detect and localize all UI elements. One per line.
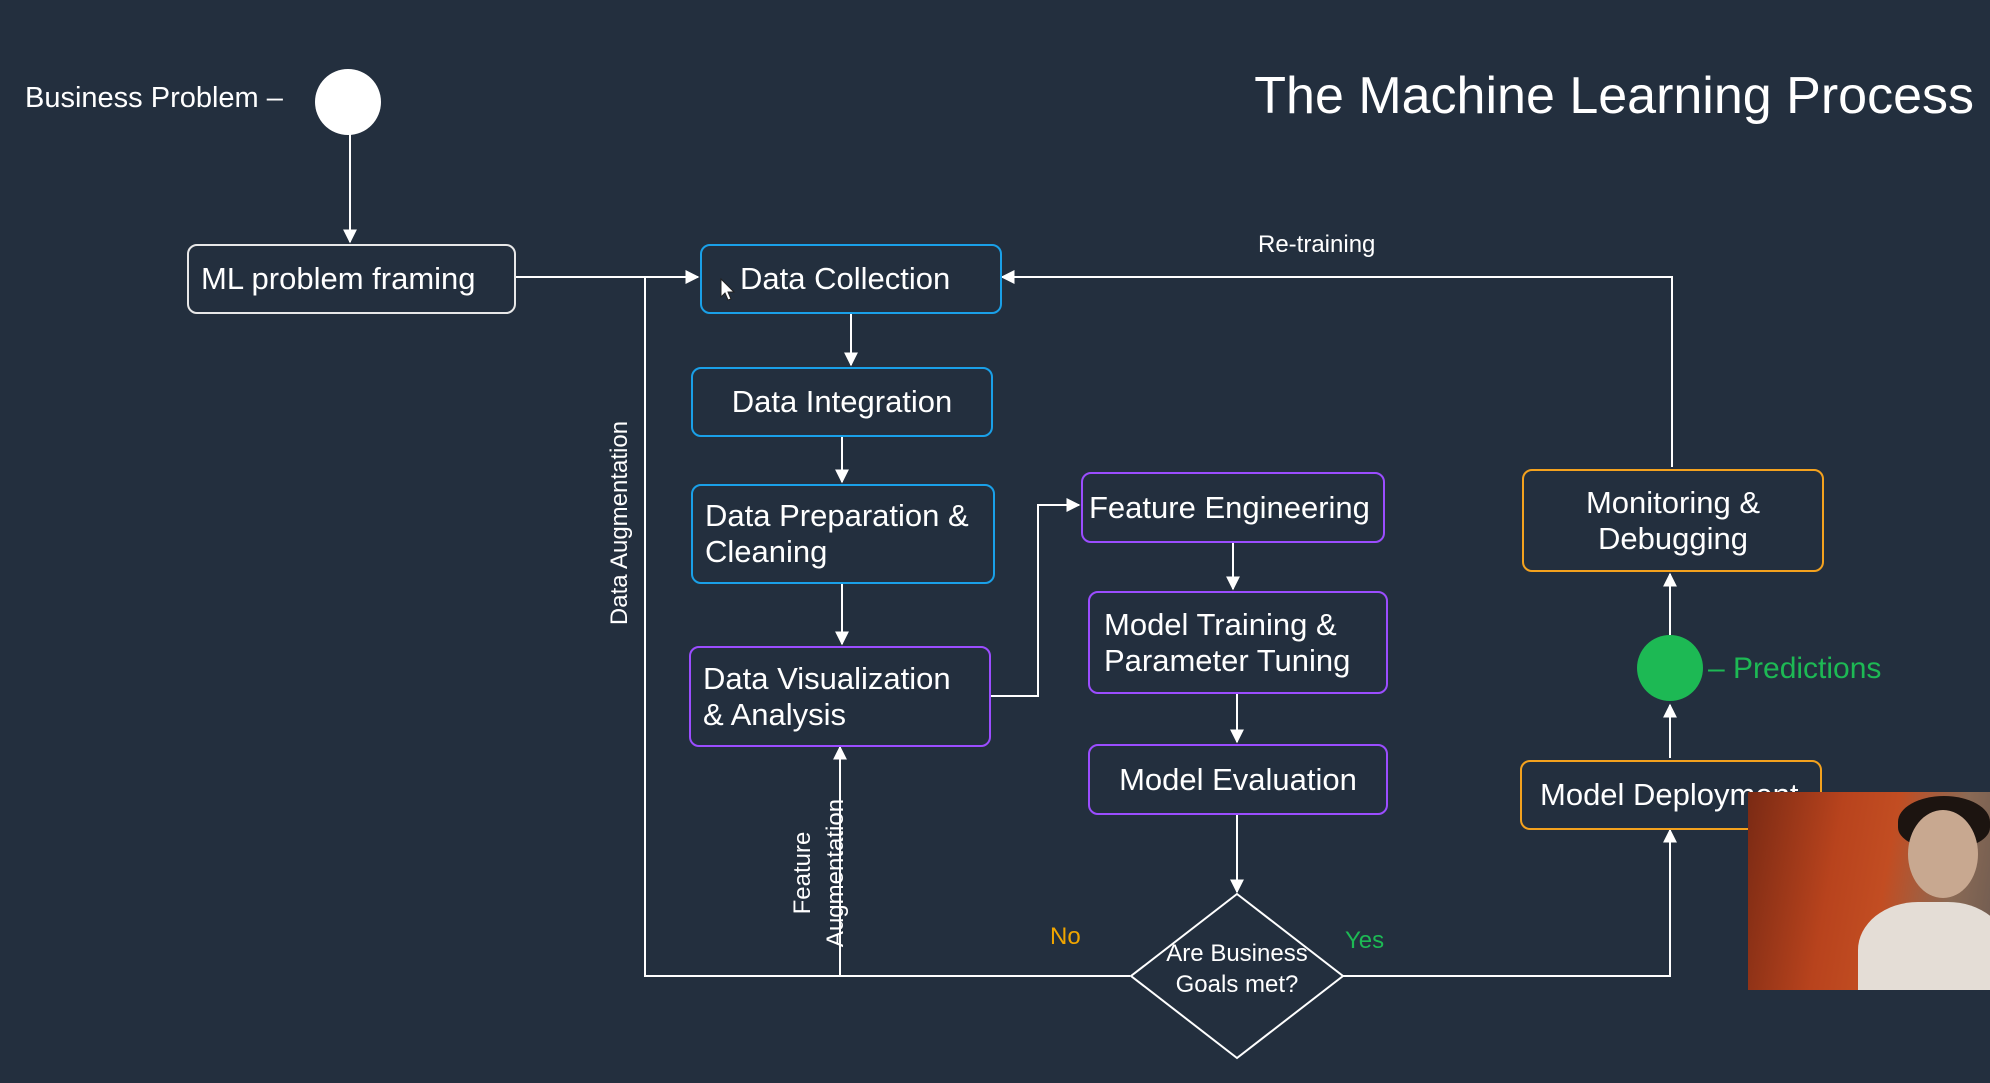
label-yes: Yes <box>1345 927 1385 954</box>
label-data-augmentation: Data Augmentation <box>606 420 633 626</box>
node-ml-problem-framing: ML problem framing <box>187 244 516 314</box>
node-data-visualization: Data Visualization & Analysis <box>689 646 991 747</box>
node-data-integration: Data Integration <box>691 367 993 437</box>
node-monitoring: Monitoring & Debugging <box>1522 469 1824 572</box>
node-decision-label: Are Business Goals met? <box>1166 940 1308 998</box>
node-feature-engineering: Feature Engineering <box>1081 472 1385 543</box>
edge-decision-to-deployment <box>1343 828 1677 977</box>
edge-feature-augmentation <box>833 745 1130 977</box>
label-retraining: Re-training <box>1258 231 1376 258</box>
webcam-person-head <box>1908 810 1978 898</box>
label-predictions: – Predictions <box>1708 652 1882 685</box>
mouse-cursor-icon <box>720 278 736 301</box>
label-feature-augmentation: Feature Augmentation <box>789 798 849 948</box>
predictions-circle <box>1637 635 1703 701</box>
node-model-evaluation: Model Evaluation <box>1088 744 1388 815</box>
node-model-training: Model Training & Parameter Tuning <box>1088 591 1388 694</box>
start-circle <box>315 69 381 135</box>
slide-title: The Machine Learning Process <box>1254 67 1974 125</box>
start-label: Business Problem – <box>25 82 283 114</box>
decision-diamond <box>1129 892 1345 1060</box>
edge-visualization-to-features <box>991 498 1081 697</box>
node-data-collection: Data Collection <box>700 244 1002 314</box>
webcam-video <box>1748 792 1990 990</box>
node-data-preparation: Data Preparation & Cleaning <box>691 484 995 584</box>
edge-retraining <box>1000 270 1673 467</box>
webcam-person-torso <box>1858 902 1990 990</box>
label-no: No <box>1050 923 1081 950</box>
